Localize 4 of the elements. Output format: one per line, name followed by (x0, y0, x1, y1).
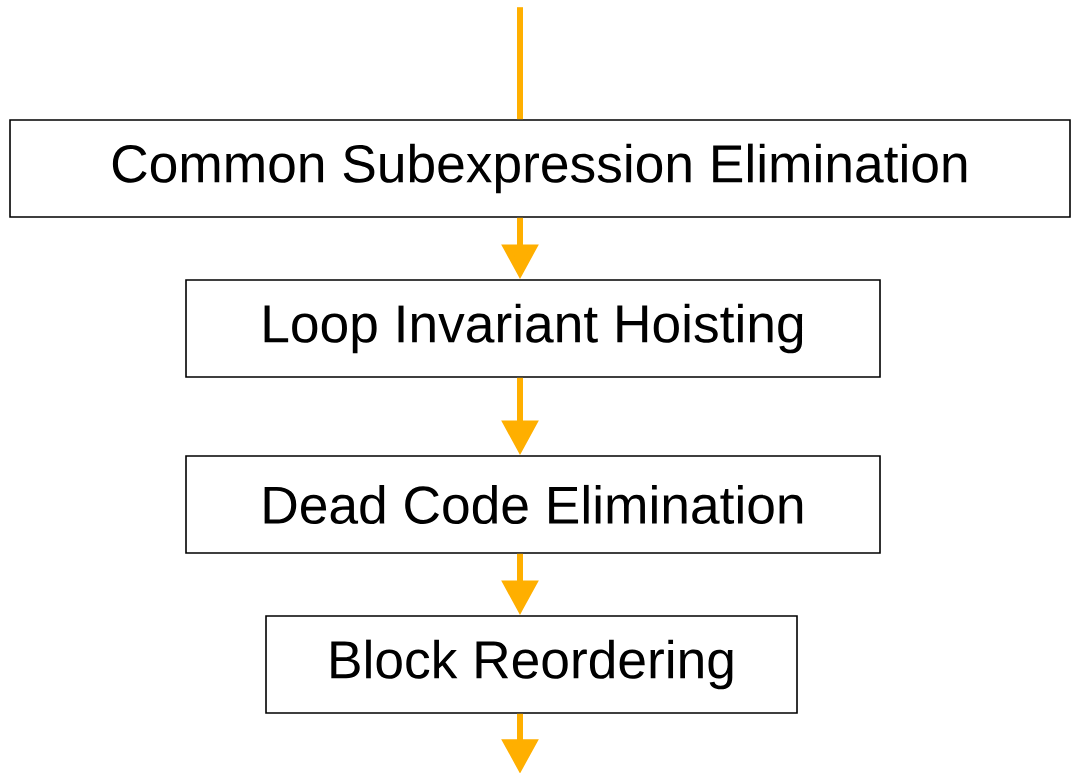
process-box: Loop Invariant Hoisting (185, 279, 881, 378)
process-box: Block Reordering (265, 615, 798, 714)
process-box: Common Subexpression Elimination (9, 119, 1071, 218)
process-box: Dead Code Elimination (185, 455, 881, 554)
